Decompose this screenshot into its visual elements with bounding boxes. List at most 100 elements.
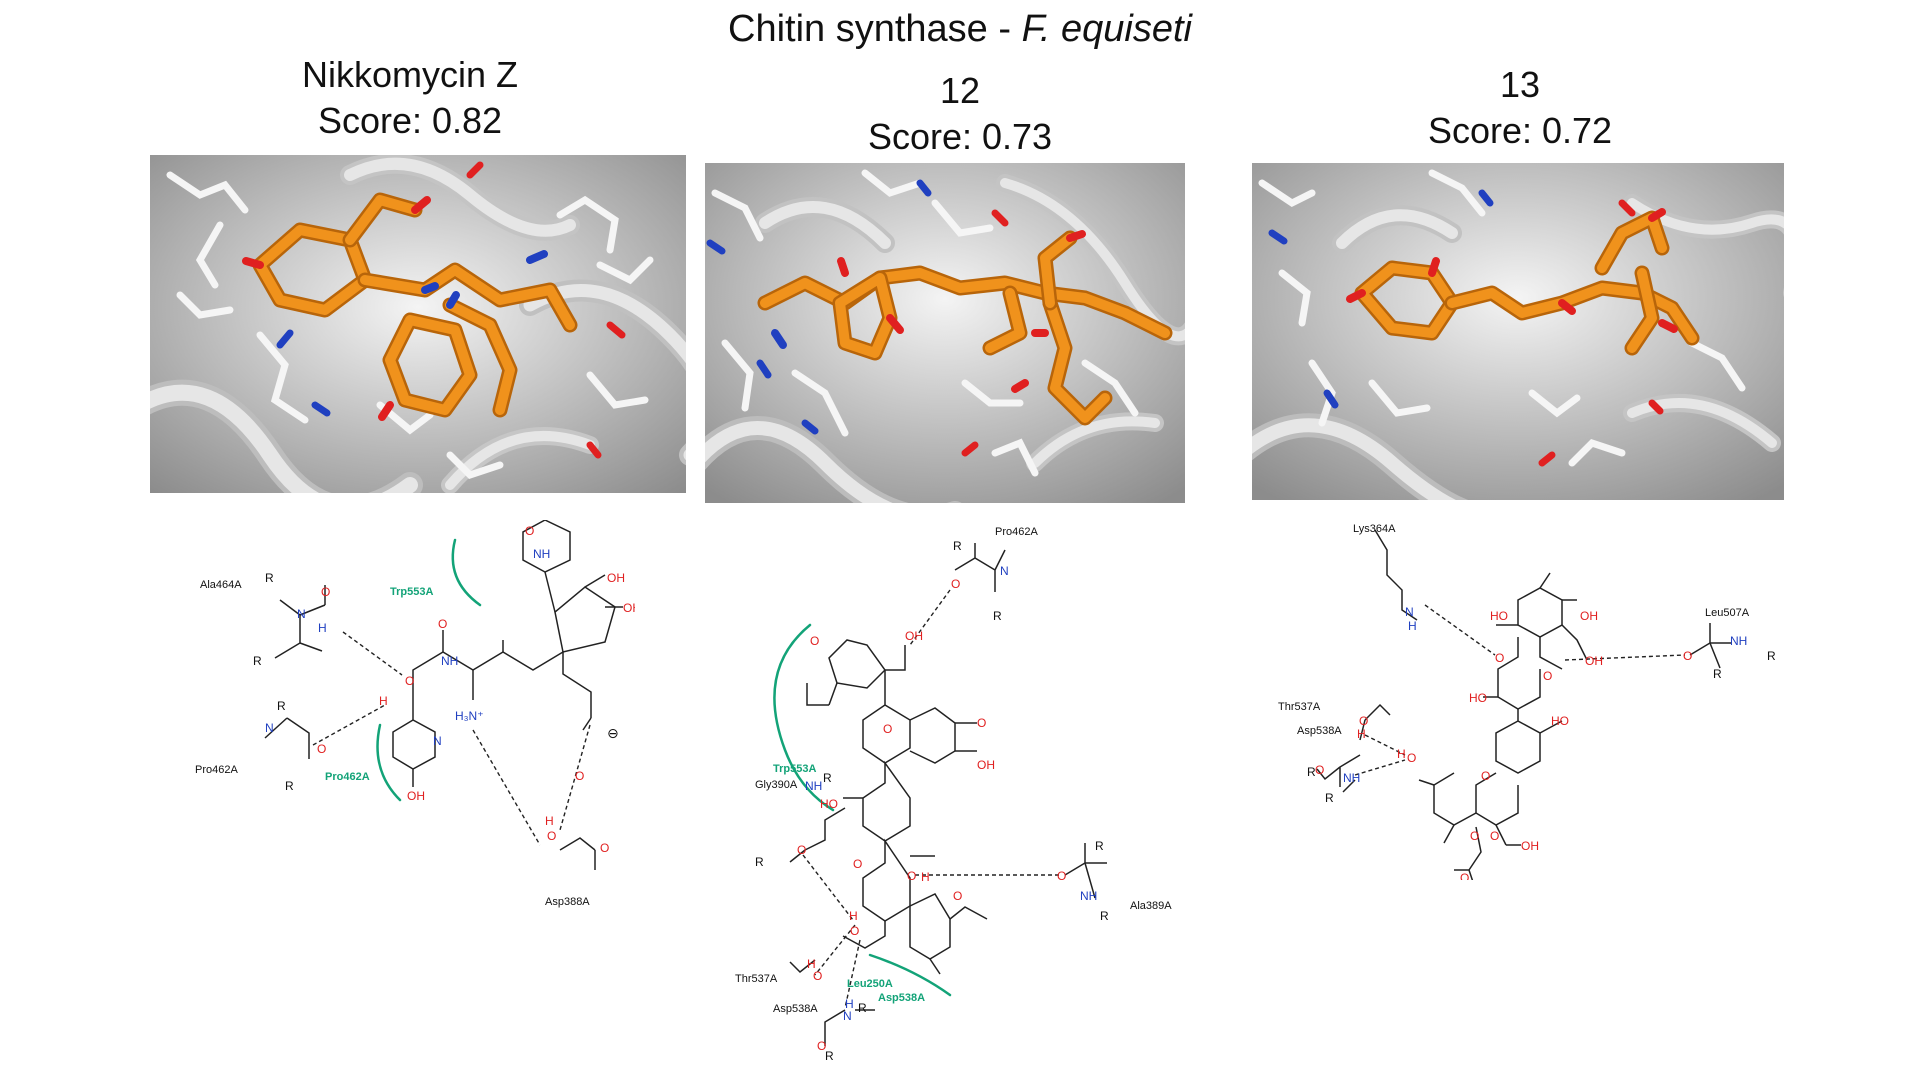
label-asp538-contact: Asp538A — [878, 992, 925, 1004]
svg-text:H: H — [1397, 747, 1406, 761]
contact-labels-2: Trp553A Leu250A Asp538A — [773, 763, 925, 1004]
svg-text:O: O — [1481, 769, 1490, 783]
render-3-svg — [1252, 163, 1784, 500]
svg-text:H: H — [921, 870, 930, 884]
panel-2-header: 12 Score: 0.73 — [790, 68, 1130, 160]
svg-text:NH: NH — [1730, 634, 1747, 648]
svg-text:R: R — [1095, 839, 1104, 853]
svg-text:N: N — [1405, 605, 1414, 619]
svg-text:O: O — [1359, 714, 1368, 728]
figure-title: Chitin synthase - F. equiseti — [0, 8, 1920, 51]
svg-text:O: O — [547, 829, 556, 843]
svg-text:R: R — [1325, 791, 1334, 805]
render-1-svg — [150, 155, 686, 493]
residue-labels-2: Pro462A Gly390A Ala389A Thr537A Asp538A … — [735, 526, 1172, 1063]
ligand-bonds — [264, 520, 623, 870]
label-leu507: Leu507A — [1705, 607, 1750, 619]
svg-text:R: R — [1307, 765, 1316, 779]
svg-text:NH: NH — [1343, 771, 1360, 785]
contact-arc-leu250 — [868, 953, 952, 997]
svg-text:O: O — [321, 585, 330, 599]
svg-text:O: O — [853, 857, 862, 871]
svg-text:O: O — [850, 924, 859, 938]
oxygen-labels-1: O O O O O O O O OH OH OH H H — [317, 524, 635, 855]
nitrogen-labels-3: N H NH NH — [1343, 605, 1747, 785]
svg-text:O: O — [977, 716, 986, 730]
svg-text:O: O — [1057, 869, 1066, 883]
svg-text:O: O — [1460, 871, 1469, 880]
svg-text:O: O — [813, 969, 822, 983]
svg-text:N: N — [265, 721, 274, 735]
svg-text:O: O — [883, 722, 892, 736]
diagram-2-svg: Pro462A Gly390A Ala389A Thr537A Asp538A … — [735, 526, 1172, 1063]
residue-labels-3: Lys364A Leu507A Thr537A Asp538A R R R R — [1278, 523, 1776, 805]
svg-text:H: H — [318, 621, 327, 635]
oxygen-labels-3: HO OH O O OH HO HO O O H O OH O O O O H … — [1315, 609, 1692, 880]
interaction-diagram-nikkomycin: Ala464A Pro462A Asp388A R R R R Trp553A … — [195, 520, 635, 950]
svg-text:OH: OH — [407, 789, 425, 803]
svg-text:OH: OH — [607, 571, 625, 585]
render-2-svg — [705, 163, 1185, 503]
panel-2-score: Score: 0.73 — [867, 116, 1053, 157]
label-thr537: Thr537A — [735, 973, 778, 985]
svg-text:O: O — [600, 841, 609, 855]
svg-text:H: H — [545, 814, 554, 828]
svg-text:H: H — [379, 694, 388, 708]
interaction-diagram-compound-12: Pro462A Gly390A Ala389A Thr537A Asp538A … — [725, 520, 1205, 1065]
svg-text:O: O — [1407, 751, 1416, 765]
svg-text:O: O — [1315, 763, 1324, 777]
svg-text:O: O — [817, 1039, 826, 1053]
label-pro462-contact: Pro462A — [325, 771, 370, 783]
svg-text:O: O — [438, 617, 447, 631]
svg-text:OH: OH — [1585, 654, 1603, 668]
svg-text:R: R — [1100, 909, 1109, 923]
svg-text:OH: OH — [1580, 609, 1598, 623]
panel-1-score: Score: 0.82 — [317, 100, 503, 141]
residue-labels-1: Ala464A Pro462A Asp388A R R R R — [195, 571, 590, 908]
svg-text:NH: NH — [533, 547, 550, 561]
svg-text:N: N — [433, 734, 442, 748]
svg-text:O: O — [1470, 829, 1479, 843]
svg-text:H: H — [845, 997, 854, 1011]
svg-text:H: H — [1408, 619, 1417, 633]
label-trp553: Trp553A — [773, 763, 816, 775]
svg-text:O: O — [405, 674, 414, 688]
svg-text:HO: HO — [1551, 714, 1569, 728]
label-pro462-residue: Pro462A — [195, 764, 238, 776]
svg-text:R: R — [825, 1049, 834, 1063]
contact-arc-trp553 — [451, 538, 482, 607]
svg-text:O: O — [953, 889, 962, 903]
svg-text:HO: HO — [820, 797, 838, 811]
svg-text:H₃N⁺: H₃N⁺ — [455, 709, 484, 723]
svg-text:O: O — [1543, 669, 1552, 683]
label-lys364: Lys364A — [1353, 523, 1396, 535]
svg-text:H: H — [807, 957, 816, 971]
label-r-3: R — [277, 699, 286, 713]
svg-text:OH: OH — [623, 601, 635, 615]
svg-text:OH: OH — [977, 758, 995, 772]
panel-3-header: 13 Score: 0.72 — [1350, 62, 1690, 154]
svg-text:H: H — [1357, 727, 1366, 741]
contact-labels-1: Trp553A Pro462A — [325, 586, 433, 783]
contact-arc-trp553 — [773, 623, 835, 812]
svg-text:NH: NH — [1080, 889, 1097, 903]
svg-text:O: O — [810, 634, 819, 648]
svg-text:H: H — [849, 909, 858, 923]
hbond-lines-2 — [802, 589, 1060, 1009]
label-thr537: Thr537A — [1278, 701, 1321, 713]
svg-text:O: O — [907, 869, 916, 883]
label-r-2: R — [253, 654, 262, 668]
ligand-bonds-3 — [1316, 529, 1732, 880]
nitrogen-labels-1: N H N N NH H₃N⁺ NH — [265, 547, 550, 748]
label-pro462: Pro462A — [995, 526, 1038, 538]
svg-text:R: R — [1767, 649, 1776, 663]
svg-text:R: R — [755, 855, 764, 869]
nitrogen-labels-2: N NH NH N H — [805, 564, 1097, 1023]
title-prefix: Chitin synthase - — [728, 8, 1022, 50]
docking-render-compound-13 — [1252, 163, 1784, 500]
svg-text:NH: NH — [441, 654, 458, 668]
svg-text:R: R — [858, 1001, 867, 1015]
label-r-4: R — [285, 779, 294, 793]
svg-text:OH: OH — [905, 629, 923, 643]
panel-2-name: 12 — [939, 70, 981, 111]
